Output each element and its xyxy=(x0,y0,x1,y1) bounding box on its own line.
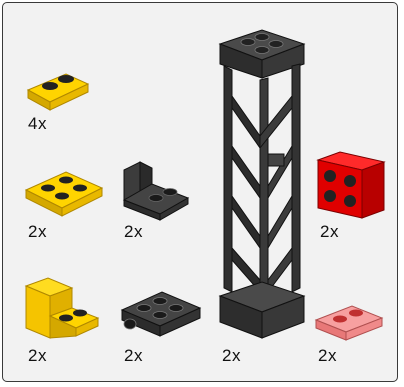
qty-label: 4x xyxy=(28,114,47,134)
qty-label: 2x xyxy=(124,346,143,366)
yellow-bracket-1x2-part xyxy=(22,272,102,342)
trans-red-plate-1x2-part xyxy=(312,300,386,342)
qty-label: 2x xyxy=(318,346,337,366)
black-plate-adapter-part xyxy=(118,284,204,342)
qty-label: 2x xyxy=(124,222,143,242)
black-bracket-1x2-part xyxy=(118,156,198,222)
qty-label: 2x xyxy=(28,222,47,242)
qty-label: 2x xyxy=(320,222,339,242)
red-brick-2x2-studs-side-part xyxy=(314,148,388,222)
yellow-plate-1x2-part xyxy=(24,64,94,112)
qty-label: 2x xyxy=(222,346,241,366)
black-support-tower-part xyxy=(216,26,308,342)
yellow-plate-2x2-part xyxy=(22,162,106,222)
qty-label: 2x xyxy=(28,346,47,366)
